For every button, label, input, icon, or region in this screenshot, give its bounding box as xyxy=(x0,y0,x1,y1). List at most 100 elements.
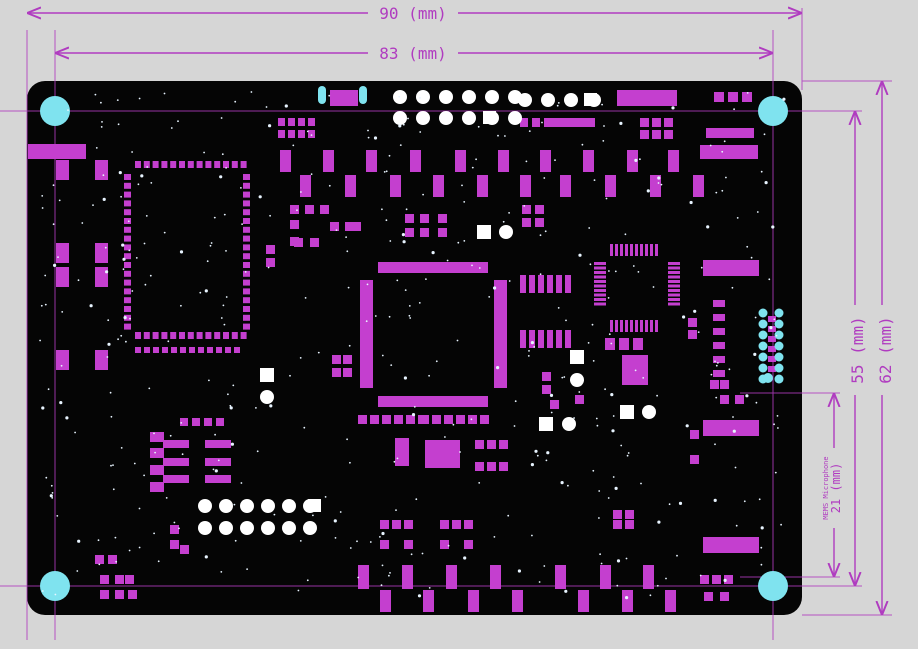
smd-pad xyxy=(290,220,299,229)
via-icon xyxy=(150,182,153,184)
via-icon xyxy=(710,373,713,376)
through-hole-icon xyxy=(198,521,212,535)
smd-pad xyxy=(150,482,164,492)
via-icon xyxy=(53,263,57,267)
through-hole-icon xyxy=(282,521,296,535)
smd-pad xyxy=(404,540,413,549)
via-icon xyxy=(601,103,603,106)
smd-pad xyxy=(100,590,109,599)
via-icon xyxy=(229,404,232,407)
via-icon xyxy=(213,216,216,219)
smd-pad xyxy=(28,144,86,159)
smd-pad xyxy=(205,332,212,339)
via-icon xyxy=(131,151,134,153)
header-pin-icon xyxy=(359,86,367,104)
via-icon xyxy=(625,557,628,560)
smd-pad xyxy=(768,346,776,352)
via-icon xyxy=(273,513,276,516)
through-hole-icon xyxy=(570,373,584,387)
via-icon xyxy=(347,286,350,289)
smd-pad xyxy=(594,266,606,270)
smd-pad xyxy=(135,347,141,353)
smd-pad xyxy=(320,205,329,214)
smd-pad xyxy=(124,253,131,260)
dim-label-83: 83 (mm) xyxy=(379,44,446,63)
via-icon xyxy=(94,93,97,96)
via-icon xyxy=(723,578,727,583)
via-icon xyxy=(411,413,416,417)
via-icon xyxy=(333,519,337,523)
via-icon xyxy=(769,326,773,330)
smd-pad xyxy=(735,395,744,404)
via-icon xyxy=(127,220,130,223)
smd-pad xyxy=(243,209,250,216)
smd-pad xyxy=(522,205,531,214)
via-icon xyxy=(380,584,383,587)
via-icon xyxy=(545,459,548,462)
via-icon xyxy=(715,364,718,367)
smd-pad xyxy=(310,238,319,247)
smd-pad xyxy=(640,320,643,332)
smd-pad xyxy=(630,320,633,332)
via-icon xyxy=(546,451,550,455)
smd-pad xyxy=(243,253,250,260)
smd-pad xyxy=(243,191,250,198)
via-icon xyxy=(357,576,360,579)
smd-pad xyxy=(205,475,231,483)
via-icon xyxy=(348,344,351,347)
smd-pad xyxy=(768,316,776,322)
smd-pad xyxy=(124,279,131,286)
smd-pad xyxy=(446,565,457,589)
via-icon xyxy=(385,219,388,222)
via-icon xyxy=(92,204,94,207)
smd-pad xyxy=(231,332,238,339)
smd-pad xyxy=(594,284,606,288)
smd-pad xyxy=(468,590,479,612)
via-icon xyxy=(456,339,459,342)
via-icon xyxy=(304,297,307,299)
header-pin-icon xyxy=(758,308,768,318)
via-icon xyxy=(74,431,76,434)
smd-pad xyxy=(620,320,623,332)
smd-pad xyxy=(622,590,633,612)
via-icon xyxy=(508,212,510,214)
smd-pad xyxy=(499,440,508,449)
via-icon xyxy=(605,197,608,200)
smd-pad xyxy=(243,262,250,268)
via-icon xyxy=(40,304,43,307)
smd-pad xyxy=(580,118,588,127)
via-icon xyxy=(595,417,598,420)
via-icon xyxy=(104,246,107,249)
via-icon xyxy=(717,362,719,364)
dim-label-21: 21 (mm) xyxy=(829,463,843,514)
via-icon xyxy=(598,517,600,519)
smd-pad xyxy=(664,118,673,127)
smd-pad xyxy=(668,275,680,279)
via-icon xyxy=(299,540,302,542)
smd-pad xyxy=(143,161,150,168)
via-icon xyxy=(163,92,166,95)
via-icon xyxy=(240,187,242,189)
via-icon xyxy=(725,176,727,179)
smd-pad xyxy=(153,347,159,353)
via-icon xyxy=(98,563,101,566)
smd-pad xyxy=(205,161,212,168)
smd-pad xyxy=(594,271,606,274)
smd-pad xyxy=(425,440,460,468)
square-pad-icon xyxy=(308,499,321,512)
smd-pad xyxy=(640,244,643,256)
through-hole-icon xyxy=(219,521,233,535)
smd-pad xyxy=(704,592,713,601)
via-icon xyxy=(41,207,44,209)
via-icon xyxy=(137,183,140,186)
via-icon xyxy=(646,189,650,193)
via-icon xyxy=(560,481,564,485)
via-icon xyxy=(398,95,401,98)
via-icon xyxy=(637,271,640,273)
via-icon xyxy=(715,396,718,399)
header-pin-icon xyxy=(758,330,768,340)
smd-pad xyxy=(124,218,131,224)
smd-pad xyxy=(768,336,776,342)
smd-pad xyxy=(308,118,315,126)
via-icon xyxy=(700,266,703,269)
